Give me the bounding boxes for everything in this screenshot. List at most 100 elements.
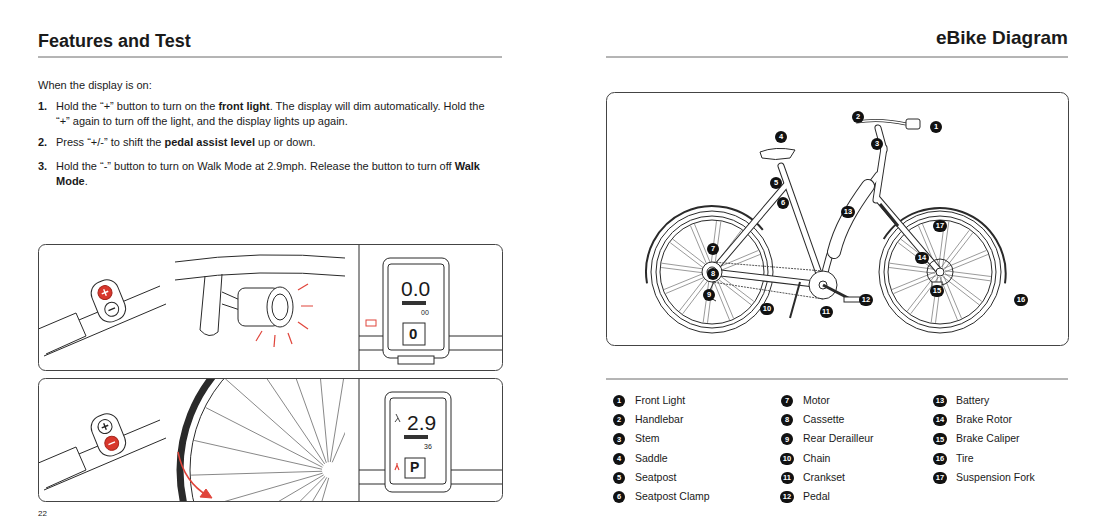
callout-text: 7	[785, 397, 789, 405]
ebike-illustration-part	[656, 216, 768, 328]
wheel-spoke	[670, 243, 707, 271]
wheel-spoke	[940, 277, 957, 320]
ebike-illustration-part-part	[712, 185, 786, 272]
callout-text: 14	[918, 254, 926, 262]
walk-mode-figure-part	[200, 489, 212, 498]
ebike-illustration-part-part	[712, 272, 823, 285]
front-light-figure-part	[175, 255, 345, 280]
front-light-figure-part	[403, 323, 425, 345]
walk-mode-figure-part-part	[96, 417, 114, 435]
list-number: 6	[613, 491, 625, 503]
part-name: Seatpost Clamp	[635, 490, 710, 503]
wheel-spoke	[292, 478, 329, 501]
callout-text: 17	[936, 222, 944, 230]
wheel-spoke	[941, 230, 969, 267]
front-light-figure-part	[267, 287, 293, 327]
rule-lines-part	[606, 379, 1068, 380]
step-text-part: Press “+/-” to shift the	[56, 136, 161, 148]
instruction-step: 2.Press “+/-” to shift thepedal assist l…	[38, 135, 500, 150]
step-number: 2.	[38, 135, 47, 150]
front-light-figure-part	[200, 274, 222, 336]
walk-mode-figure-part	[178, 452, 208, 496]
ebike-illustration-part	[646, 206, 763, 283]
walk-mode-figure-part	[404, 435, 428, 439]
walk-mode-figure-part	[385, 392, 451, 492]
front-light-figure-part	[402, 301, 426, 305]
front-light-figure-part-part	[274, 335, 275, 347]
wheel-spoke	[316, 379, 328, 462]
page-number: 22	[38, 509, 47, 519]
callout-number: 1	[930, 121, 942, 133]
walk-mode-figure-part-part	[190, 379, 345, 501]
list-number: 10	[780, 453, 794, 465]
step-text-part: .	[85, 175, 88, 187]
callout-text: 8	[711, 270, 715, 278]
list-number: 4	[613, 453, 625, 465]
callout-number: 5	[770, 177, 782, 189]
part-name: Chain	[803, 452, 830, 465]
part-name: Brake Rotor	[956, 413, 1012, 426]
callout-text: 4	[617, 455, 621, 463]
walk-mode-figure-part	[390, 398, 446, 484]
front-light-figure-part	[366, 320, 376, 326]
ebike-illustration-part	[880, 204, 898, 226]
wheel-spoke	[943, 276, 980, 304]
figure-panels-part	[39, 379, 503, 502]
ebike-illustration-part-part	[877, 198, 940, 272]
callout-text: 1	[934, 123, 938, 131]
callout-number: 3	[871, 138, 883, 150]
list-number: 16	[933, 453, 947, 465]
callout-text: 2	[617, 416, 621, 424]
front-light-figure-part-part	[103, 300, 121, 318]
wheel-spoke	[892, 272, 935, 289]
callout-text: 4	[779, 133, 783, 141]
ebike-illustration-part	[834, 186, 868, 252]
part-name: Motor	[803, 394, 830, 407]
callout-text: 5	[617, 474, 621, 482]
list-number: 7	[781, 395, 793, 407]
front-light-figure-part	[388, 264, 444, 350]
walk-mode-figure	[39, 379, 502, 501]
part-name: Crankset	[803, 471, 845, 484]
wheel-spoke	[211, 475, 324, 501]
walk-mode-figure-part	[395, 463, 399, 470]
ebike-illustration-part	[760, 148, 795, 159]
callout-text: 11	[822, 308, 830, 316]
callout-number: 12	[859, 294, 873, 306]
front-light-figure-part-part	[96, 283, 114, 301]
callout-text: 5	[774, 179, 778, 187]
wheel-spoke	[206, 408, 323, 468]
ebike-illustration-part-part	[823, 175, 878, 285]
walk-mode-figure-part-part	[103, 434, 121, 452]
ebike-illustration-part-part	[781, 166, 823, 285]
callout-text: 12	[862, 296, 870, 304]
front-light-figure-part	[39, 313, 86, 354]
step-number: 3.	[38, 159, 47, 174]
walk-mode-figure-part-part	[180, 379, 345, 501]
callout-number: 2	[852, 111, 864, 123]
callout-text: 12	[783, 493, 791, 501]
step-text: Hold the “-” button to turn on Walk Mode…	[56, 159, 500, 189]
list-number: 8	[781, 414, 793, 426]
step-text: Hold the “+” button to turn on thefront …	[56, 99, 500, 129]
part-name: Suspension Fork	[956, 471, 1035, 484]
display-odometer: 00	[421, 309, 429, 317]
walk-mode-figure-part	[39, 447, 86, 488]
ebike-illustration-part-part	[876, 148, 884, 200]
ebike-illustration-part	[712, 262, 823, 299]
wheel-spoke	[282, 379, 326, 463]
walk-mode-figure-part-part	[191, 379, 345, 501]
callout-text: 3	[875, 140, 879, 148]
part-name: Battery	[956, 394, 989, 407]
ebike-illustration-part	[790, 282, 800, 318]
wheel-spoke	[662, 263, 708, 269]
display-speed: 0.0	[401, 276, 430, 301]
front-light-figure-part-part	[301, 305, 313, 306]
list-number: 9	[781, 433, 793, 445]
part-name: Brake Caliper	[956, 432, 1020, 445]
part-name: Saddle	[635, 452, 668, 465]
list-number: 1	[613, 395, 625, 407]
intro-text: When the display is on:	[38, 79, 152, 92]
wheel-spoke	[197, 473, 323, 501]
rule-lines	[38, 57, 1068, 379]
